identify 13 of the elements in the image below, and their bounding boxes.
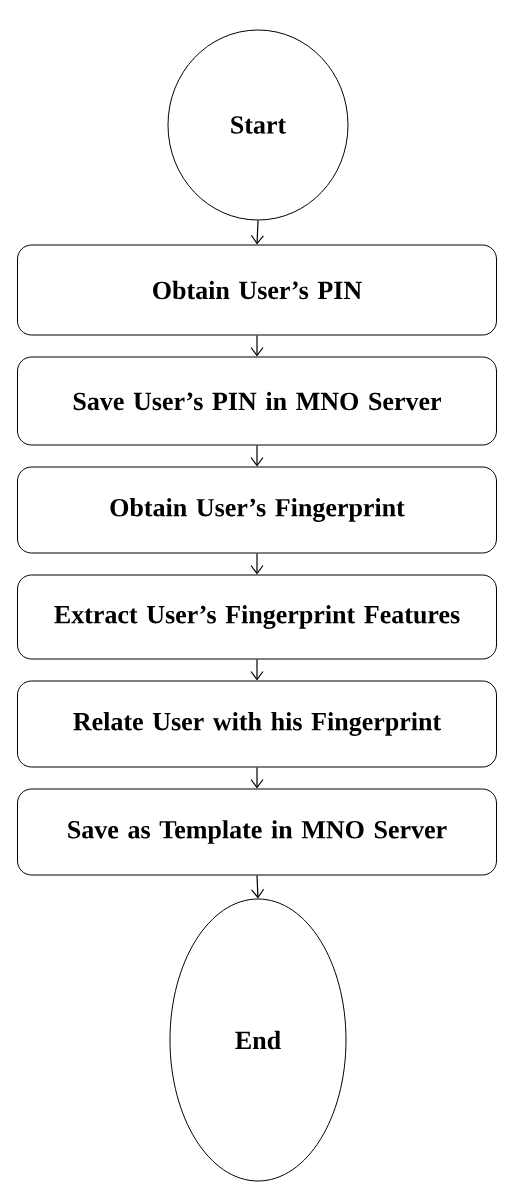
process-box: Relate User with his Fingerprint bbox=[17, 680, 497, 768]
arrow bbox=[250, 766, 264, 789]
arrow bbox=[251, 874, 265, 899]
process-box: Obtain User’s PIN bbox=[17, 244, 497, 336]
process-box: Obtain User’s Fingerprint bbox=[17, 466, 497, 554]
process-box: Extract User’s Fingerprint Features bbox=[17, 574, 497, 660]
arrow bbox=[250, 658, 264, 681]
arrow bbox=[250, 444, 264, 467]
process-box: Save as Template in MNO Server bbox=[17, 788, 497, 876]
arrow bbox=[250, 552, 264, 575]
process-box: Save User’s PIN in MNO Server bbox=[17, 356, 497, 446]
arrow bbox=[250, 334, 264, 357]
arrow bbox=[250, 219, 264, 245]
